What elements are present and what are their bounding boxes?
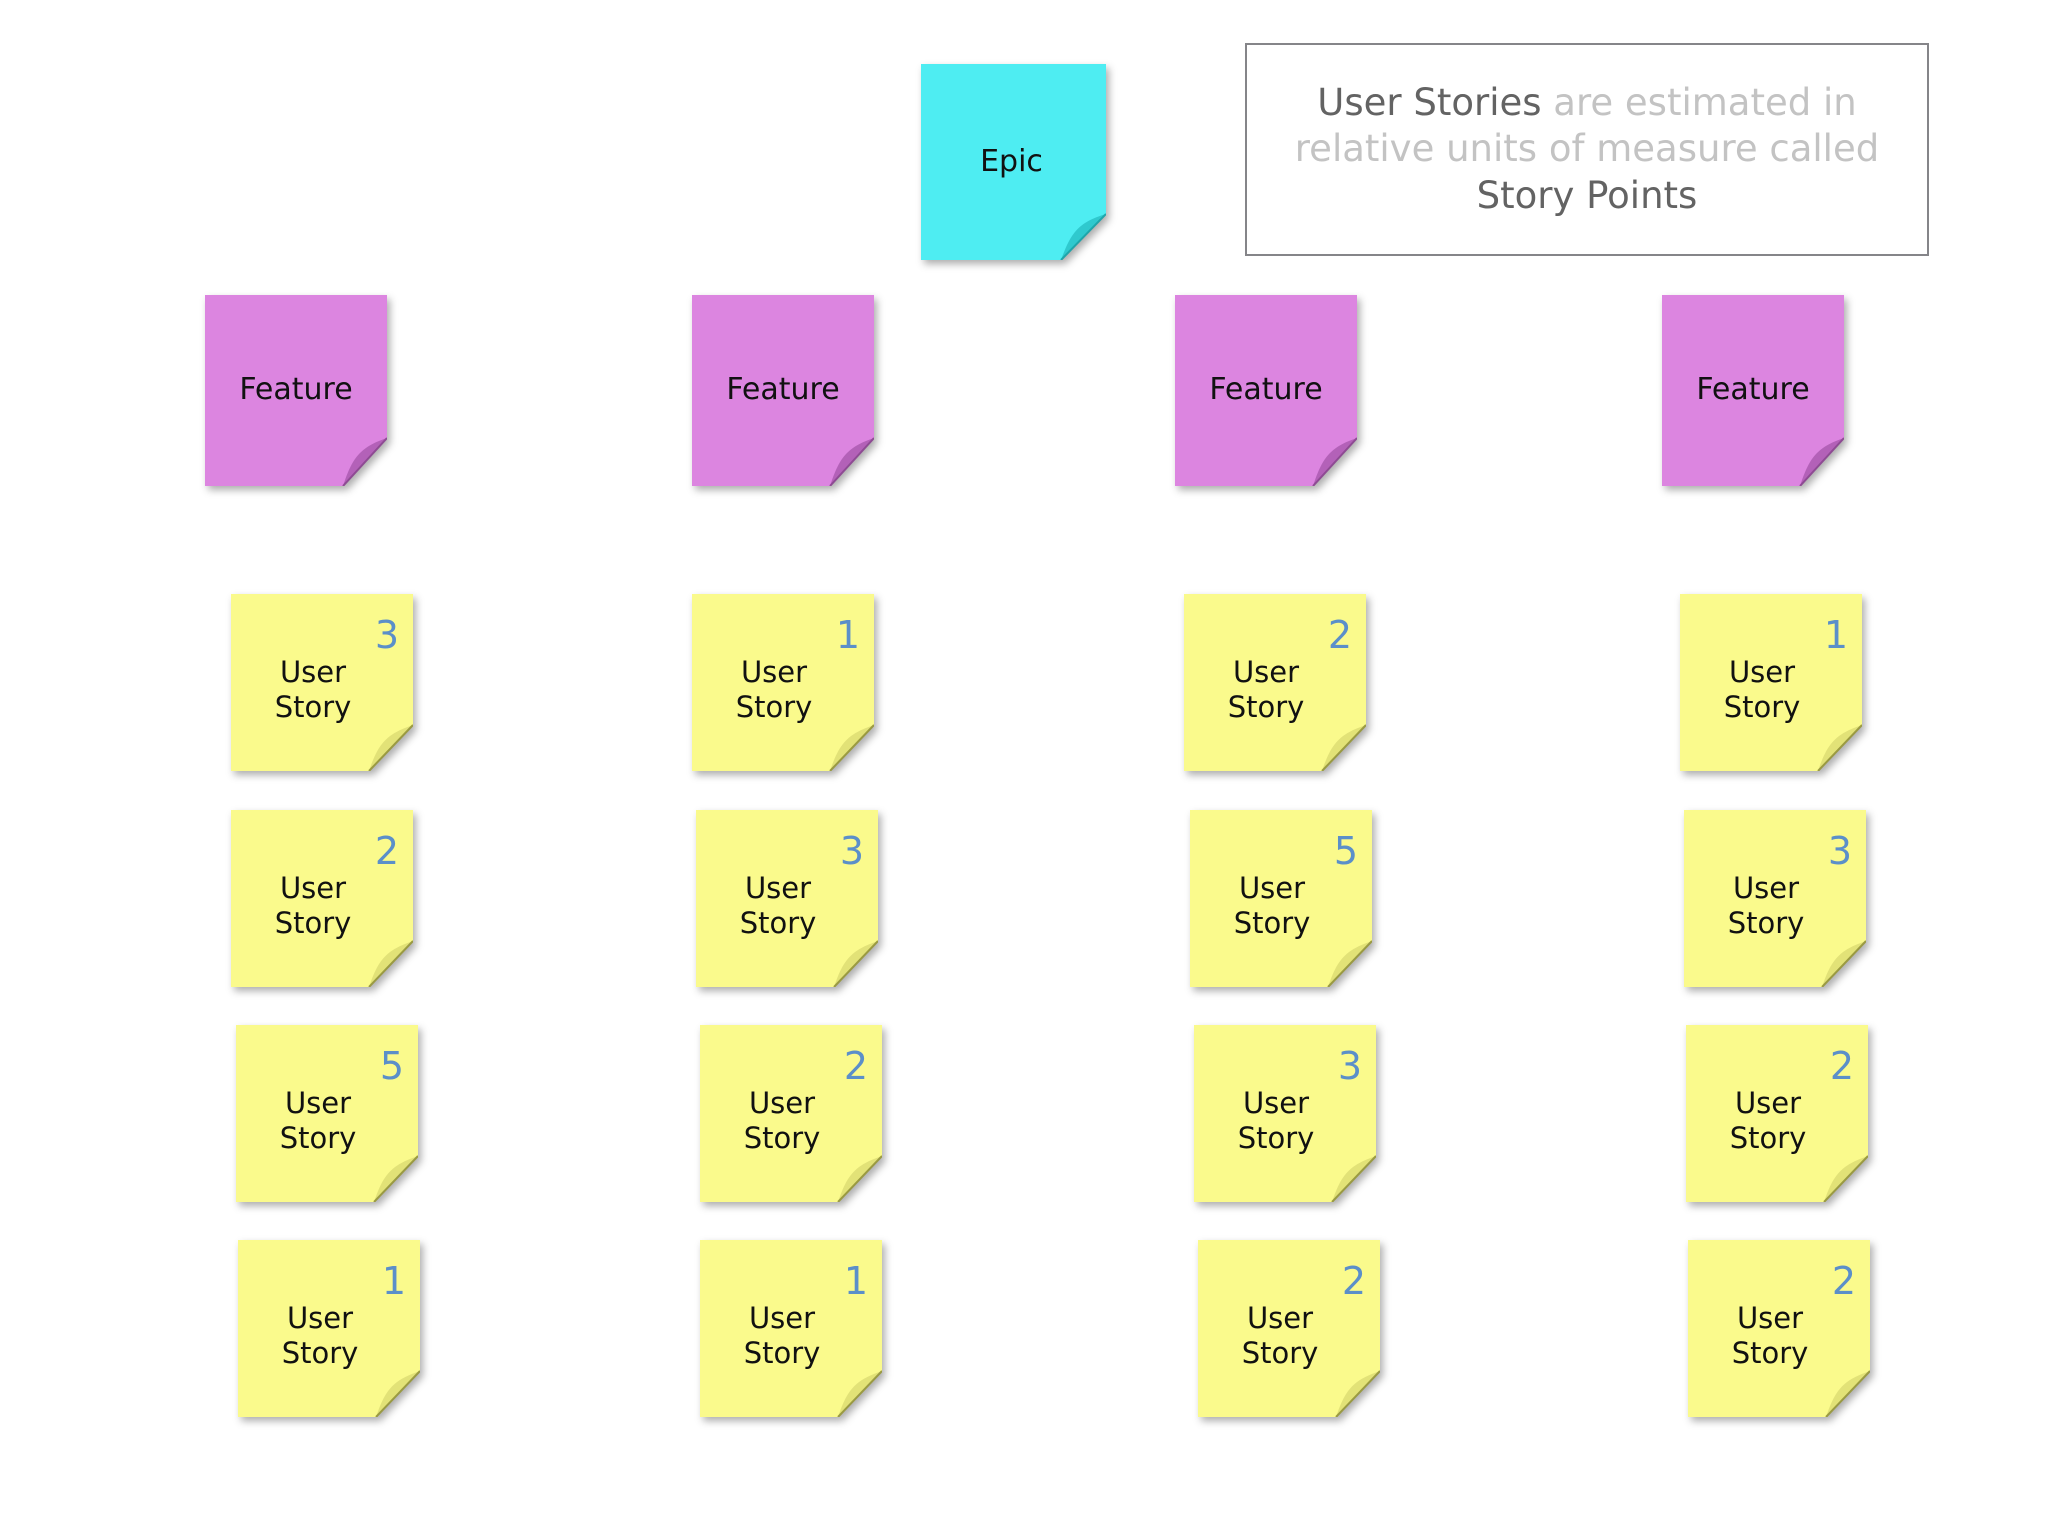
user-story-note[interactable]: User Story 2	[1688, 1240, 1870, 1417]
user-story-note[interactable]: User Story 1	[692, 594, 874, 771]
story-points-badge: 2	[1829, 1044, 1854, 1088]
user-story-note-shape	[1190, 810, 1372, 987]
user-story-note-shape	[1688, 1240, 1870, 1417]
user-story-label: User Story	[743, 1086, 821, 1155]
story-points-badge: 1	[1823, 613, 1848, 657]
user-story-note[interactable]: User Story 2	[700, 1025, 882, 1202]
story-points-badge: 2	[374, 829, 399, 873]
user-story-note-shape	[1680, 594, 1862, 771]
user-story-label: User Story	[735, 655, 813, 724]
callout-segment-story-points: Story Points	[1476, 173, 1698, 217]
story-points-badge: 5	[1333, 829, 1358, 873]
user-story-label: User Story	[1227, 655, 1305, 724]
story-points-badge: 3	[1827, 829, 1852, 873]
user-story-note-shape	[236, 1025, 418, 1202]
user-story-note[interactable]: User Story 1	[700, 1240, 882, 1417]
user-story-label: User Story	[743, 1301, 821, 1370]
feature-note-2[interactable]: Feature	[692, 295, 874, 486]
user-story-label: User Story	[1237, 1086, 1315, 1155]
user-story-label: User Story	[274, 871, 352, 940]
user-story-note-shape	[1198, 1240, 1380, 1417]
user-story-note[interactable]: User Story 1	[238, 1240, 420, 1417]
user-story-note[interactable]: User Story 5	[236, 1025, 418, 1202]
story-points-badge: 1	[843, 1259, 868, 1303]
epic-note-shape	[921, 64, 1106, 260]
feature-note-shape	[1662, 295, 1844, 486]
user-story-label: User Story	[1729, 1086, 1807, 1155]
story-points-badge: 5	[379, 1044, 404, 1088]
callout-segment-body: are estimated in relative units of measu…	[1294, 80, 1880, 171]
story-points-badge: 2	[1831, 1259, 1856, 1303]
story-points-badge: 2	[1341, 1259, 1366, 1303]
user-story-note-shape	[700, 1240, 882, 1417]
user-story-note[interactable]: User Story 2	[231, 810, 413, 987]
user-story-label: User Story	[1241, 1301, 1319, 1370]
feature-note-1[interactable]: Feature	[205, 295, 387, 486]
story-points-badge: 2	[1327, 613, 1352, 657]
user-story-label: User Story	[1727, 871, 1805, 940]
user-story-note[interactable]: User Story 3	[1194, 1025, 1376, 1202]
story-points-badge: 1	[835, 613, 860, 657]
user-story-label: User Story	[281, 1301, 359, 1370]
user-story-label: User Story	[1723, 655, 1801, 724]
user-story-note-shape	[700, 1025, 882, 1202]
user-story-note[interactable]: User Story 3	[1684, 810, 1866, 987]
feature-note-4[interactable]: Feature	[1662, 295, 1844, 486]
user-story-note-shape	[231, 594, 413, 771]
feature-note-shape	[205, 295, 387, 486]
user-story-note-shape	[696, 810, 878, 987]
user-story-note-shape	[238, 1240, 420, 1417]
feature-note-3[interactable]: Feature	[1175, 295, 1357, 486]
user-story-note[interactable]: User Story 5	[1190, 810, 1372, 987]
callout-segment-user-stories: User Stories	[1317, 80, 1542, 124]
user-story-note-shape	[692, 594, 874, 771]
feature-note-shape	[1175, 295, 1357, 486]
story-points-badge: 3	[374, 613, 399, 657]
user-story-note-shape	[231, 810, 413, 987]
user-story-note[interactable]: User Story 3	[696, 810, 878, 987]
user-story-label: User Story	[1233, 871, 1311, 940]
user-story-note-shape	[1194, 1025, 1376, 1202]
callout-text: User Stories are estimated in relative u…	[1267, 80, 1907, 220]
user-story-label: User Story	[1731, 1301, 1809, 1370]
user-story-note-shape	[1184, 594, 1366, 771]
user-story-note[interactable]: User Story 3	[231, 594, 413, 771]
user-story-note-shape	[1686, 1025, 1868, 1202]
user-story-label: User Story	[739, 871, 817, 940]
epic-note[interactable]: Epic	[921, 64, 1106, 260]
user-story-note[interactable]: User Story 2	[1198, 1240, 1380, 1417]
user-story-note[interactable]: User Story 2	[1184, 594, 1366, 771]
story-points-badge: 3	[1337, 1044, 1362, 1088]
story-points-callout: User Stories are estimated in relative u…	[1245, 43, 1929, 256]
user-story-note-shape	[1684, 810, 1866, 987]
story-points-badge: 3	[839, 829, 864, 873]
story-points-badge: 2	[843, 1044, 868, 1088]
user-story-label: User Story	[274, 655, 352, 724]
story-points-badge: 1	[381, 1259, 406, 1303]
feature-note-shape	[692, 295, 874, 486]
user-story-label: User Story	[279, 1086, 357, 1155]
user-story-note[interactable]: User Story 2	[1686, 1025, 1868, 1202]
user-story-note[interactable]: User Story 1	[1680, 594, 1862, 771]
